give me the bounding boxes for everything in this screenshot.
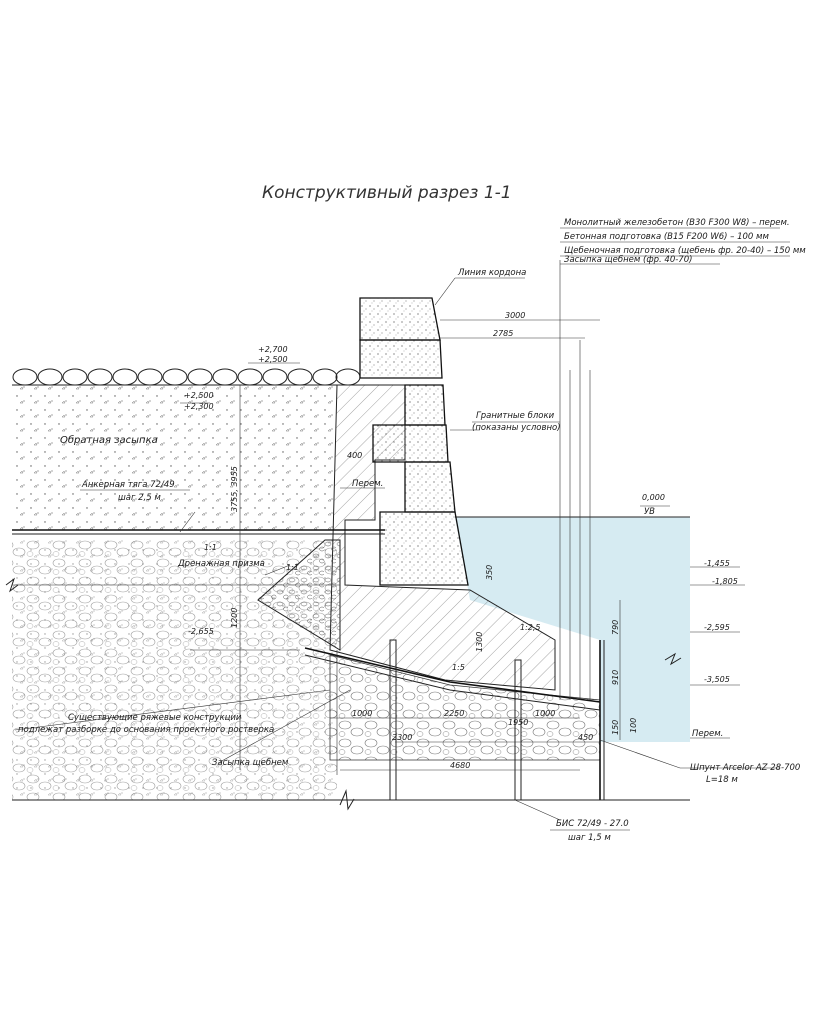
dimension-label: 450 (578, 733, 593, 742)
variable-label-2: Перем. (692, 729, 723, 739)
break-mark-bottom (339, 789, 355, 811)
dimension-label: 1300 (475, 632, 484, 652)
slope-label: 1:1 (286, 563, 299, 572)
granite-blocks-note: (показаны условно) (472, 423, 561, 433)
drainage-prism (257, 539, 341, 651)
existing-structures-note: подлежат разборке до основания проектног… (18, 725, 274, 735)
dimension-label: 1000 (352, 709, 372, 718)
existing-structures-label: Существующие ряжевые конструкции (68, 713, 242, 723)
water-level-label: УВ (644, 507, 655, 517)
elevation-label: -2,595 (704, 623, 730, 632)
dimension-label: 400 (347, 451, 362, 460)
dimension-label: 350 (485, 565, 494, 580)
anchor-tie-step: шаг 2,5 м (118, 493, 161, 503)
pile-step: шаг 1,5 м (568, 833, 611, 843)
gravel-fill-label: Засыпка щебнем (212, 758, 289, 768)
layer-label-2: Бетонная подготовка (В15 F200 W6) – 100 … (564, 232, 769, 242)
dimension-label: 150 (611, 720, 620, 735)
dimension-label: 1950 (508, 718, 528, 727)
layer-label-4: Засыпка щебнем (фр. 40-70) (564, 255, 692, 265)
elevation-label: -3,505 (704, 675, 730, 684)
break-mark-left (5, 577, 19, 593)
layer-label-1: Монолитный железобетон (В30 F300 W8) – п… (564, 218, 790, 228)
elevation-label: -1,805 (712, 577, 738, 586)
slope-label: 1:1 (204, 543, 217, 552)
elevation-label: +2,500 (258, 355, 288, 364)
drain-prism-label: Дренажная призма (177, 559, 265, 569)
dimension-label: 100 (629, 718, 638, 733)
variable-label: Перем. (352, 479, 383, 489)
elevation-label: -2,655 (188, 627, 214, 636)
dimension-label: 3000 (505, 311, 525, 320)
sheet-pile-length: L=18 м (706, 775, 738, 785)
dimension-label: 2785 (493, 329, 513, 338)
granite-blocks (359, 297, 469, 586)
break-mark-right (664, 652, 682, 666)
elevation-label: +2,700 (258, 345, 288, 354)
elevation-label: 0,000 (642, 493, 665, 502)
dimension-label: 3755, 3955 (230, 466, 239, 512)
dimension-label: 2300 (392, 733, 412, 742)
elevation-label: +2,300 (184, 402, 214, 411)
dimension-label: 910 (611, 670, 620, 685)
anchor-tie-label: Анкерная тяга 72/49 (81, 480, 175, 490)
dimension-label: 4680 (450, 761, 470, 770)
granite-blocks-label: Гранитные блоки (476, 411, 555, 421)
kerb-line-label: Линия кордона (457, 268, 526, 278)
water-area (455, 517, 690, 742)
dimension-label: 1200 (230, 608, 239, 628)
elevation-label: -1,455 (704, 559, 730, 568)
backfill-area (12, 385, 337, 530)
slope-label: 1:2,5 (520, 623, 541, 632)
boulder-row (12, 368, 361, 386)
backfill-label: Обратная засыпка (60, 434, 158, 446)
elevation-label: +2,500 (184, 391, 214, 400)
slope-label: 1:5 (452, 663, 465, 672)
dimension-label: 790 (611, 620, 620, 635)
dimension-label: 1000 (535, 709, 555, 718)
layer-label-3: Щебеночная подготовка (щебень фр. 20-40)… (564, 246, 806, 256)
dimension-label: 2250 (444, 709, 464, 718)
pile-label: БИС 72/49 - 27.0 (556, 819, 629, 829)
drawing-title: Конструктивный разрез 1-1 (262, 183, 512, 203)
sheet-pile-label: Шпунт Arcelor AZ 28-700 (690, 763, 800, 773)
